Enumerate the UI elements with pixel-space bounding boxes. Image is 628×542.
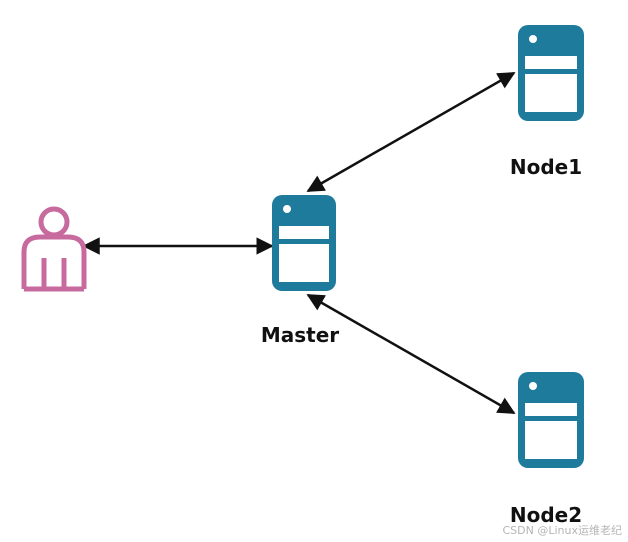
edge-master-node1 xyxy=(306,71,516,193)
node1-label: Node1 xyxy=(509,155,583,179)
node1-server-icon xyxy=(518,25,584,121)
master-server-icon xyxy=(272,195,336,291)
node2-label: Node2 xyxy=(509,503,583,527)
watermark: CSDN @Linux运维老纪 xyxy=(502,524,623,537)
node2-server-icon xyxy=(518,372,584,468)
user-icon xyxy=(21,206,87,292)
master-label: Master xyxy=(260,323,340,347)
edge-master-node2 xyxy=(306,293,516,415)
